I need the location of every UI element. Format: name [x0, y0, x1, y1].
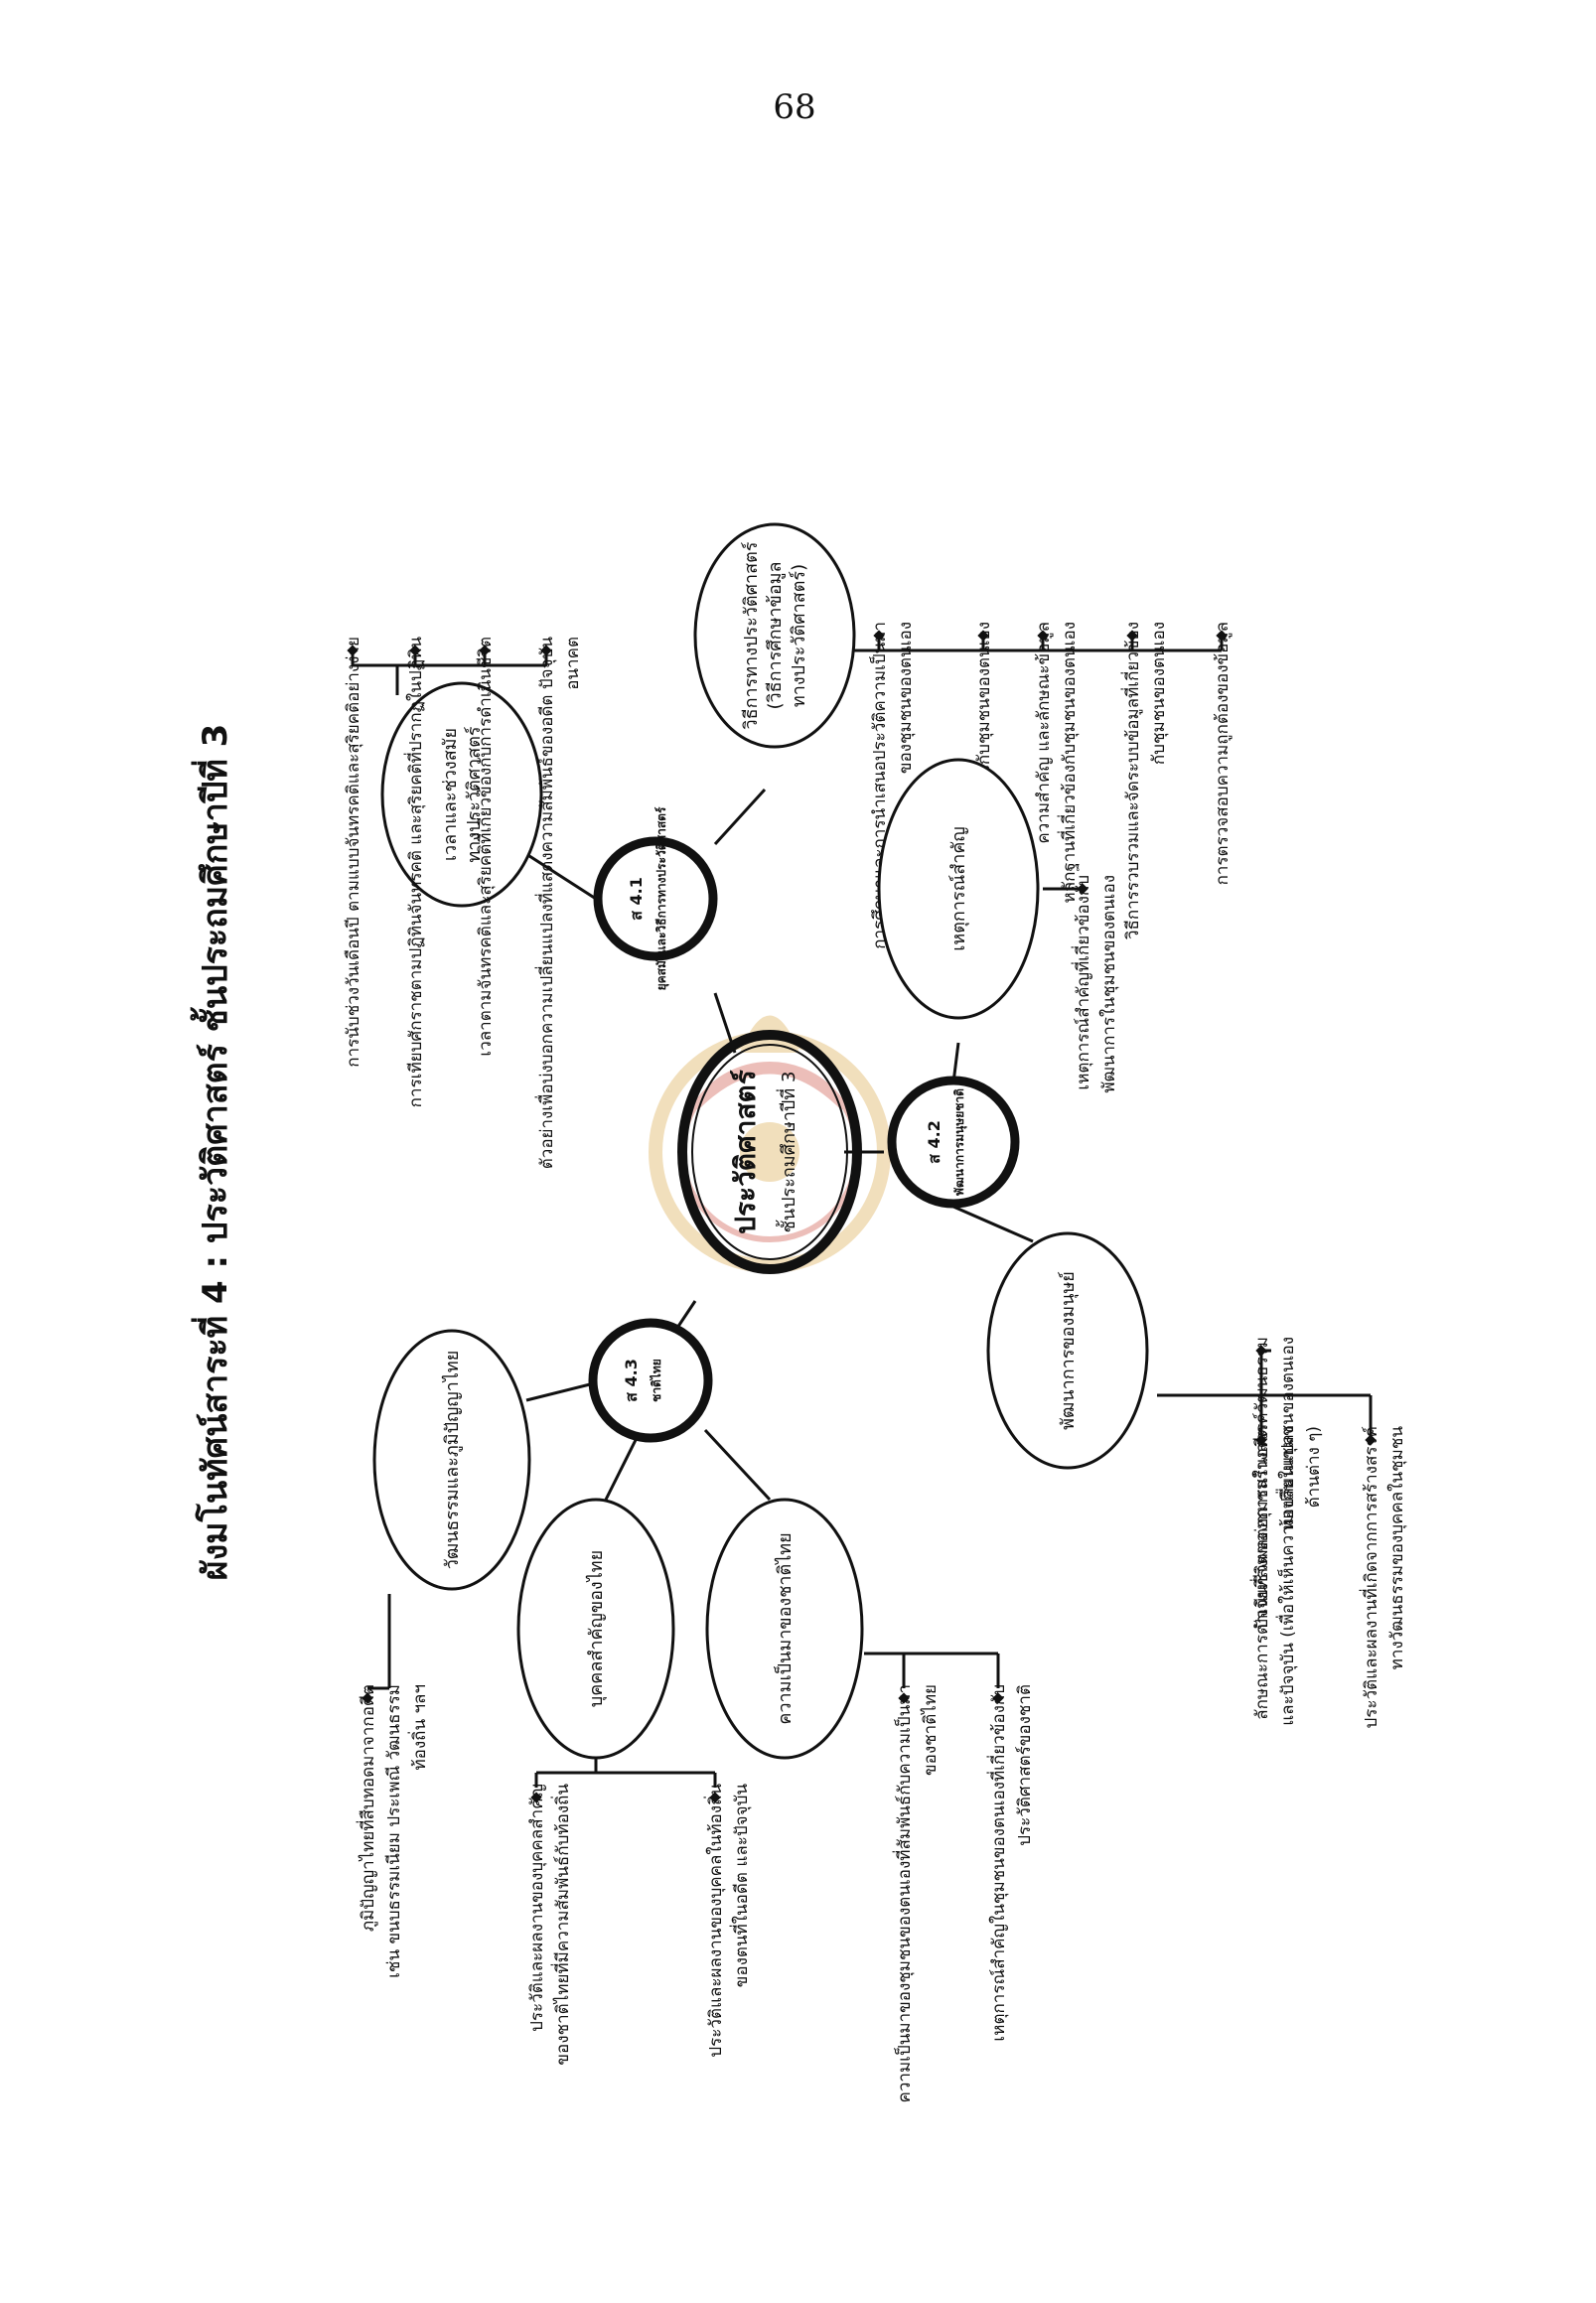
watermark-seal-icon — [649, 1015, 891, 1273]
bullet-text: ของชุมชนของตนเอง — [896, 622, 916, 774]
topic-node: วิธีการทางประวัติศาสตร์(วิธีการศึกษาข้อม… — [693, 522, 856, 749]
center-title: ประวัติศาสตร์ — [729, 1070, 762, 1234]
bullet-diamond-icon — [409, 645, 421, 656]
bullet-diamond-icon — [540, 645, 552, 656]
topic-label: บุคคลสำคัญของไทย — [585, 1550, 607, 1707]
bullet-text: ด้านต่าง ๆ) — [1304, 1426, 1324, 1508]
bullet-text: กับชุมชนของตนเอง — [1149, 622, 1169, 765]
bullet-text: ของชาติไทย — [920, 1684, 941, 1776]
topic-label: เวลาและช่วงสมัย — [440, 728, 461, 861]
bullet-diamond-icon — [992, 1692, 1004, 1704]
bullet-diamond-icon — [1255, 1345, 1267, 1357]
topic-label: วัฒนธรรมและภูมิปัญญาไทย — [441, 1351, 463, 1570]
bullet-text: ความสำคัญ และลักษณะข้อมูล — [1034, 622, 1054, 844]
bullet-text: เหตุการณ์สำคัญที่เกี่ยวข้องกับ — [1071, 875, 1093, 1090]
center-subtitle: ชั้นประถมศึกษาปีที่ 3 — [776, 1072, 799, 1233]
bullet-text: ประวัติศาสตร์ของชาติ — [1015, 1684, 1035, 1846]
bullet-text: เช่น ขนบธรรมเนียม ประเพณี วัฒนธรรม — [384, 1684, 404, 1978]
bullet-diamond-icon — [479, 645, 491, 656]
bullet-text: การตรวจสอบความถูกต้องของข้อมูล — [1213, 622, 1233, 885]
bullet-diamond-icon — [1126, 630, 1138, 642]
bullet-diamond-icon — [1365, 1434, 1377, 1446]
standard-code: ส 4.2 — [925, 1120, 943, 1164]
topic-label: พัฒนาการของมนุษย์ — [1058, 1271, 1079, 1430]
bullet-text: ประวัติและผลงานของบุคคลสำคัญ — [527, 1784, 547, 2032]
topic-bullets: การนับช่วงวันเดือนปี ตามแบบจันทรคติและสุ… — [344, 637, 583, 1170]
bullet-text: ความเป็นมาของชุมชนของตนเองที่สัมพันธ์กับ… — [892, 1684, 915, 2103]
topic-label: ความเป็นมาของชาติไทย — [773, 1532, 796, 1724]
bullet-text: ทางวัฒนธรรมของบุคคลในชุมชน — [1386, 1426, 1407, 1670]
topic-label: ทางประวัติศาสตร์) — [789, 564, 809, 707]
bullet-text: ประวัติและผลงานของบุคคลในท้องถิ่น — [703, 1784, 726, 2058]
standard-node: ส 4.3 ชาติไทย — [588, 1318, 713, 1443]
standard-code: ส 4.1 — [627, 877, 646, 921]
bullet-text: ประวัติและผลงานที่เกิดจากการสร้างสรรค์ — [1359, 1426, 1381, 1728]
bullet-diamond-icon — [873, 630, 885, 642]
topic-node: พัฒนาการของมนุษย์ — [986, 1231, 1149, 1470]
bullet-text: ลักษณะการดำเนินชีวิตของชุมชนในอดีต — [1251, 1426, 1272, 1720]
topic-label: ทางประวัติศาสตร์ — [464, 726, 485, 863]
page-number: 68 — [773, 87, 816, 127]
bullet-text: และปัจจุบัน (เพื่อให้เห็นความเปลี่ยนแปลง — [1275, 1426, 1298, 1726]
bullet-diamond-icon — [362, 1692, 373, 1704]
bullet-text: วิธีการรวบรวมและจัดระบบข้อมูลที่เกี่ยวข้… — [1120, 622, 1143, 939]
bullet-diamond-icon — [709, 1792, 721, 1803]
standard-name: ชาติไทย — [649, 1359, 663, 1402]
bullet-diamond-icon — [530, 1792, 542, 1803]
topic-label: เหตุการณ์สำคัญ — [948, 826, 969, 951]
topic-bullets: ภูมิปัญญาไทยที่สืบทอดมาจากอดีต เช่น ขนบธร… — [356, 1684, 430, 1978]
topic-bullets: ความเป็นมาของชุมชนของตนเองที่สัมพันธ์กับ… — [892, 1684, 1035, 2103]
bullet-text: ท้องถิ่น ฯลฯ — [407, 1684, 430, 1771]
bullet-diamond-icon — [1037, 630, 1049, 642]
topic-node: วัฒนธรรมและภูมิปัญญาไทย — [372, 1329, 531, 1591]
bullet-text: อนาคต — [563, 637, 583, 690]
bullet-text: ตัวอย่างเพื่อบ่งบอกความเปลี่ยนแปลงที่แสด… — [534, 637, 557, 1170]
topic-label: (วิธีการศึกษาข้อมูล — [765, 561, 786, 709]
standard-node: ส 4.2 พัฒนาการมนุษยชาติ — [887, 1076, 1020, 1209]
topic-bullets: ประวัติและผลงานของบุคคลสำคัญของชาติไทยที… — [527, 1784, 752, 2066]
topic-node: เวลาและช่วงสมัยทางประวัติศาสตร์ — [380, 681, 543, 908]
topic-label: วิธีการทางประวัติศาสตร์ — [741, 541, 762, 729]
bullet-text: การเทียบศักราชตามปฏิทินจันทรคติ และสุริย… — [403, 637, 426, 1108]
topic-node: ความเป็นมาของชาติไทย — [705, 1498, 864, 1760]
bullet-text: ภูมิปัญญาไทยที่สืบทอดมาจากอดีต — [356, 1684, 378, 1932]
topic-bullets: เหตุการณ์สำคัญที่เกี่ยวข้องกับพัฒนาการใน… — [1071, 875, 1119, 1093]
bullet-text: ท้องถิ่นในชุมชนของตนเอง — [1275, 1337, 1298, 1530]
bullet-diamond-icon — [1077, 883, 1088, 895]
bullet-diamond-icon — [347, 645, 359, 656]
bullet-diamond-icon — [977, 630, 989, 642]
bullet-diamond-icon — [1216, 630, 1228, 642]
standard-name: ยุคสมัยและวิธีการทางประวัติศาสตร์ — [654, 806, 669, 990]
topic-node: เหตุการณ์สำคัญ — [877, 758, 1040, 1020]
bullet-text: หลักฐานที่เกี่ยวข้องกับชุมชนของตนเอง — [1057, 622, 1080, 904]
standard-name: พัฒนาการมนุษยชาติ — [952, 1088, 967, 1196]
standard-node: ส 4.1 ยุคสมัยและวิธีการทางประวัติศาสตร์ — [593, 806, 718, 990]
page-title: ผังมโนทัศน์สาระที่ 4 : ประวัติศาสตร์ ชั้… — [190, 724, 235, 1581]
bullet-diamond-icon — [1255, 1434, 1267, 1446]
bullet-text: ปัจจัยที่ส่งผลต่อการสร้างสรรค์วัฒนธรรม — [1249, 1337, 1272, 1630]
bullet-diamond-icon — [898, 1692, 910, 1704]
standard-code: ส 4.3 — [622, 1359, 641, 1402]
topic-bullets: ปัจจัยที่ส่งผลต่อการสร้างสรรค์วัฒนธรรมท้… — [1249, 1337, 1407, 1728]
bullet-text: การนับช่วงวันเดือนปี ตามแบบจันทรคติและสุ… — [344, 637, 363, 1068]
topic-node: บุคคลสำคัญของไทย — [516, 1498, 675, 1760]
center-node: ประวัติศาสตร์ ชั้นประถมศึกษาปีที่ 3 — [677, 1030, 862, 1274]
bullet-text: ของตนที่ในอดีต และปัจจุบัน — [729, 1784, 752, 1988]
bullet-text: เหตุการณ์สำคัญในชุมชนของตนเองที่เกี่ยวข้… — [986, 1684, 1009, 2042]
topic-bullets: การศึกษาและการนำเสนอประวัติความเป็นมาของ… — [868, 622, 1233, 949]
bullet-text: เวลาตามจันทรคติและสุริยคติที่เกี่ยวข้องก… — [473, 637, 496, 1057]
bullet-text: ของชาติไทยที่มีความสัมพันธ์กับท้องถิ่น — [550, 1784, 573, 2066]
bullet-text: พัฒนาการในชุมชนของตนเอง — [1098, 875, 1119, 1093]
